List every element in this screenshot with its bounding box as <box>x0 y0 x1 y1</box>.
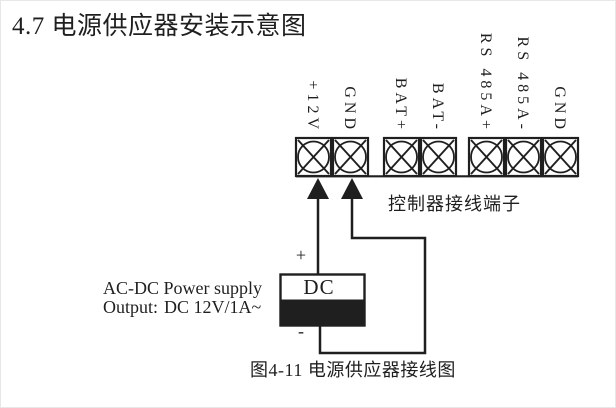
terminal-cell-12v <box>294 136 333 178</box>
figure-caption: 图4-11 电源供应器接线图 <box>250 360 456 380</box>
terminal-cell-rs485a-minus <box>504 136 543 178</box>
terminal-cell-rs485a-plus <box>467 136 506 178</box>
terminal-strip <box>294 136 580 178</box>
arrow-up-plus-wire <box>307 178 329 199</box>
terminal-cell-bat-minus <box>419 136 458 178</box>
terminal-label-rs485a-minus: RS 485A- <box>514 37 531 133</box>
section-title: 4.7 电源供应器安装示意图 <box>12 12 307 40</box>
wires <box>307 178 427 355</box>
power-supply-description: AC-DC Power supply Output: DC 12V/1A~ <box>103 278 262 317</box>
power-supply-name: AC-DC Power supply <box>103 278 262 298</box>
terminal-cell-gnd-signal <box>541 136 580 178</box>
dc-box-label: DC <box>303 275 334 299</box>
terminal-label-bat-plus: BAT+ <box>392 78 409 133</box>
dc-power-supply-box: DC <box>279 273 366 327</box>
terminal-label-rs485a-plus: RS 485A+ <box>477 33 494 133</box>
polarity-plus-label: + <box>296 245 306 265</box>
terminal-label-bat-minus: BAT- <box>429 83 446 133</box>
terminal-strip-label: 控制器接线端子 <box>388 194 521 214</box>
power-supply-output-value: DC 12V/1A~ <box>164 297 262 317</box>
power-supply-output-label: Output: <box>103 297 158 317</box>
arrow-up-minus-wire <box>341 178 363 199</box>
terminal-cell-bat-plus <box>382 136 421 178</box>
terminal-label-gnd-signal: GND <box>551 86 568 133</box>
negative-wire <box>318 197 427 355</box>
dc-box-black-section <box>280 299 365 326</box>
terminal-label-gnd-power: GND <box>341 86 358 133</box>
terminal-labels: +12V GND BAT+ BAT- RS 485A+ RS 485A- GND <box>304 33 568 133</box>
terminal-cell-gnd-power <box>331 136 370 178</box>
polarity-minus-label: - <box>298 321 304 341</box>
terminal-label-12v: +12V <box>304 80 321 133</box>
